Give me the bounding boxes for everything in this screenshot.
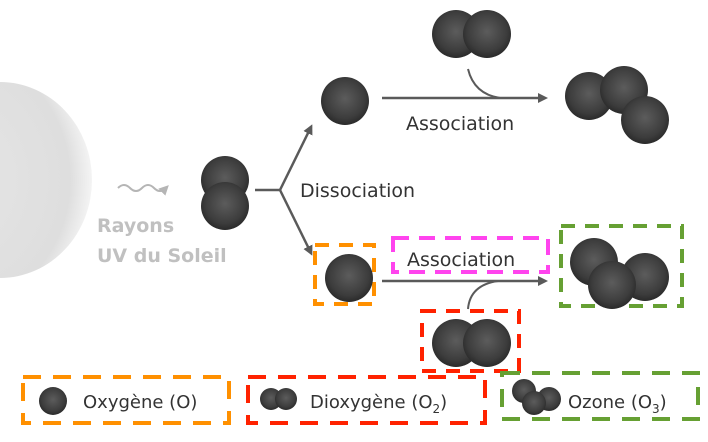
dioxygen-join-curve-bottom: [467, 280, 499, 310]
legend-label-dioxygen: Dioxygène (O2): [310, 392, 447, 416]
legend-label-ozone: Ozone (O3): [568, 392, 667, 416]
oxygen-atom-top: [321, 77, 369, 125]
legend-item-dioxygen: Dioxygène (O2): [246, 375, 487, 425]
oxygen-highlight-box: [313, 243, 376, 306]
sun-shape: [0, 82, 92, 278]
ozone-molecule-bottom: [570, 238, 669, 309]
dioxygen-join-curve-top: [467, 68, 501, 99]
legend-item-ozone: Ozone (O3): [500, 371, 700, 421]
dioxygen-molecule-top: [432, 10, 511, 58]
dioxygen-molecule-bottom: [432, 319, 511, 367]
association-label-top: Association: [406, 113, 514, 135]
oxygen-legend-icon: [39, 387, 67, 415]
dissociation-arrows: [255, 124, 313, 256]
legend-item-oxygen: Oxygène (O): [21, 375, 231, 425]
ozone-highlight-box: [559, 224, 684, 308]
ozone-legend-icon: [512, 379, 561, 415]
association-label-bottom: Association: [407, 249, 515, 271]
dissociation-label: Dissociation: [300, 180, 415, 202]
ozone-molecule-top: [565, 66, 669, 144]
uv-ray-icon: [117, 184, 169, 196]
dioxygen-highlight-box: [420, 309, 521, 373]
legend-label-oxygen: Oxygène (O): [83, 392, 197, 413]
dioxygen-molecule-initial: [201, 156, 249, 230]
sun-label-line2: UV du Soleil: [97, 245, 227, 267]
dioxygen-legend-icon: [260, 388, 297, 410]
sun-label-line1: Rayons: [97, 215, 174, 237]
association-highlight-box: [391, 236, 550, 274]
oxygen-atom-bottom: [325, 254, 373, 302]
